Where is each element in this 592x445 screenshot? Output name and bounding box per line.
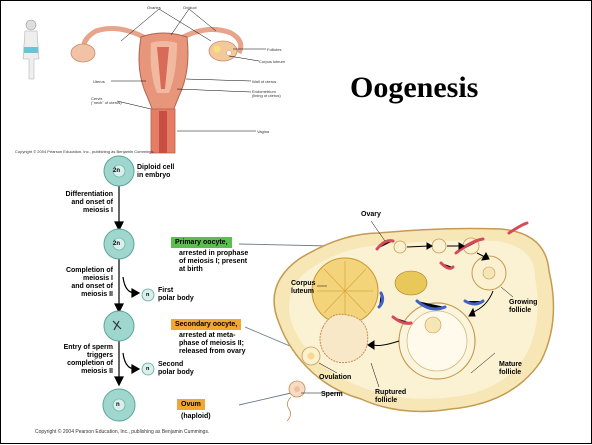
label-corpus-luteum: Corpus luteum xyxy=(291,280,316,296)
label-mature-follicle: Mature follicle xyxy=(499,361,522,377)
label-corpus-luteum-top: Corpus luteum xyxy=(259,59,285,64)
ovum-description: (haploid) xyxy=(181,413,211,421)
first-polar-symbol: n xyxy=(146,291,149,299)
label-ruptured-follicle: Ruptured follicle xyxy=(375,389,406,405)
label-ovulation: Ovulation xyxy=(319,374,351,382)
label-follicles: Follicles xyxy=(267,47,281,52)
label-oviduct: Oviduct xyxy=(183,5,197,10)
second-polar-body-label: Second polar body xyxy=(158,361,194,377)
primary-oocyte-box: Primary oocyte, xyxy=(171,237,232,248)
primary-oocyte-symbol: 2n xyxy=(113,240,120,248)
second-polar-symbol: n xyxy=(146,365,149,373)
label-ovary: Ovary xyxy=(361,211,381,219)
label-cervix: Cervix ("neck" of uterus) xyxy=(91,97,122,105)
first-polar-body-label: First polar body xyxy=(158,287,194,303)
label-vagina: Vagina xyxy=(257,129,269,134)
label-sperm: Sperm xyxy=(321,391,343,399)
label-growing-follicle: Growing follicle xyxy=(509,299,537,315)
ovulation-cells xyxy=(287,347,320,421)
page-title: Oogenesis xyxy=(350,71,478,105)
secondary-oocyte-description: arrested at meta- phase of meiosis II; r… xyxy=(179,332,246,356)
label-ovaries: Ovaries xyxy=(147,5,161,10)
ovum-box: Ovum xyxy=(177,399,205,410)
top-leader-lines xyxy=(111,9,266,131)
human-figure-icon xyxy=(23,20,39,79)
ovary-cross-section xyxy=(274,223,553,411)
flow-arrows xyxy=(115,186,139,385)
label-endometrium: Endometrium (lining of uterus) xyxy=(252,90,281,98)
label-wall-of-uterus: Wall of uterus xyxy=(252,79,276,84)
copyright-top: Copyright © 2004 Pearson Education, Inc.… xyxy=(15,149,154,154)
label-uterus: Uterus xyxy=(93,79,105,84)
diploid-cell-symbol: 2n xyxy=(113,167,120,175)
entry-of-sperm-label: Entry of sperm triggers completion of me… xyxy=(49,344,113,376)
secondary-oocyte-box: Secondary oocyte, xyxy=(171,319,241,330)
diploid-cell-label: Diploid cell in embryo xyxy=(137,164,174,180)
ovum-symbol: n xyxy=(116,401,120,409)
primary-oocyte-description: arrested in prophase of meiosis I; prese… xyxy=(179,250,248,274)
copyright-bottom: Copyright © 2004 Pearson Education, Inc.… xyxy=(35,429,209,435)
differentiation-label: Differentiation and onset of meiosis I xyxy=(55,191,113,215)
completion-meiosis-label: Completion of meiosis I and onset of mei… xyxy=(51,267,113,299)
